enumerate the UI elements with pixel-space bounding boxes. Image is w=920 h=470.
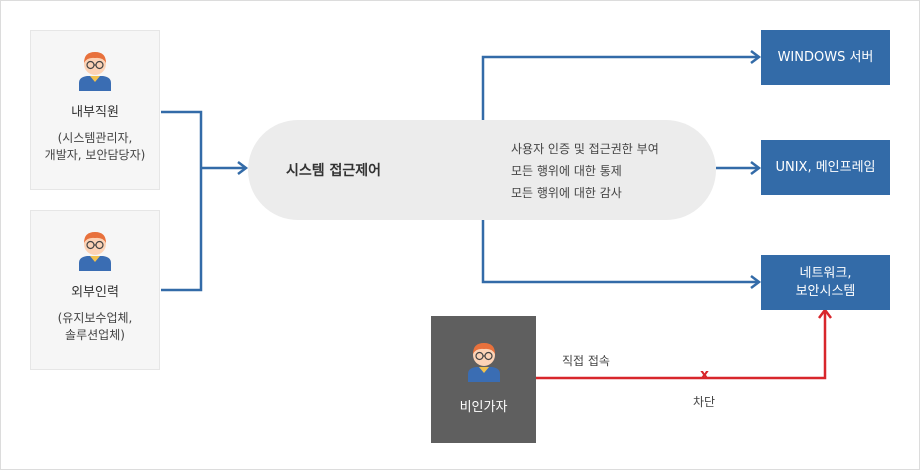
outsiders-description: (유지보수업체, 솔루션업체) <box>58 310 133 344</box>
connector-network <box>481 220 757 284</box>
arrowhead-control-icon <box>237 161 249 175</box>
access-control-title: 시스템 접근제어 <box>286 163 382 179</box>
connector-windows <box>481 55 757 120</box>
arrowhead-unix-icon <box>750 161 762 175</box>
insiders-desc-line2: 개발자, 보안담당자) <box>44 148 146 162</box>
blocked-x-icon: x <box>700 367 710 383</box>
person-icon <box>79 232 111 271</box>
outsiders-title: 외부인력 <box>71 285 119 300</box>
target-unix-mainframe: UNIX, 메인프레임 <box>761 140 890 195</box>
unauthorized-title: 비인가자 <box>459 400 508 415</box>
outsiders-box: 외부인력 (유지보수업체, 솔루션업체) <box>30 210 160 370</box>
access-control-item: 사용자 인증 및 접근권한 부여 <box>511 142 659 156</box>
insiders-title: 내부직원 <box>71 105 119 120</box>
access-control-item: 모든 행위에 대한 통제 <box>511 164 622 178</box>
insiders-desc-line1: (시스템관리자, <box>57 131 133 145</box>
connector-insiders <box>161 110 203 168</box>
person-icon <box>79 52 111 91</box>
direct-access-label: 직접 접속 <box>562 354 610 368</box>
target-network-line1: 네트워크, <box>799 265 852 281</box>
access-control-pill <box>248 120 716 220</box>
arrowhead-windows-icon <box>750 50 762 64</box>
connector-outsiders <box>161 168 203 292</box>
target-network-line2: 보안시스템 <box>795 283 856 299</box>
connector-direct-access <box>536 312 827 380</box>
target-windows-server: WINDOWS 서버 <box>761 30 890 85</box>
outsiders-desc-line1: (유지보수업체, <box>57 311 133 325</box>
access-control-item: 모든 행위에 대한 감사 <box>511 186 622 200</box>
target-network-security: 네트워크, 보안시스템 <box>761 255 890 310</box>
access-control-list: 사용자 인증 및 접근권한 부여 모든 행위에 대한 통제 모든 행위에 대한 … <box>511 138 659 204</box>
insiders-description: (시스템관리자, 개발자, 보안담당자) <box>45 130 146 164</box>
blocked-label: 차단 <box>693 395 716 409</box>
outsiders-desc-line2: 솔루션업체) <box>65 328 125 342</box>
person-icon <box>467 343 500 382</box>
insiders-box: 내부직원 (시스템관리자, 개발자, 보안담당자) <box>30 30 160 190</box>
arrowhead-network-icon <box>750 275 762 289</box>
arrowhead-direct-access-icon <box>818 307 832 319</box>
unauthorized-box: 비인가자 <box>431 316 536 443</box>
